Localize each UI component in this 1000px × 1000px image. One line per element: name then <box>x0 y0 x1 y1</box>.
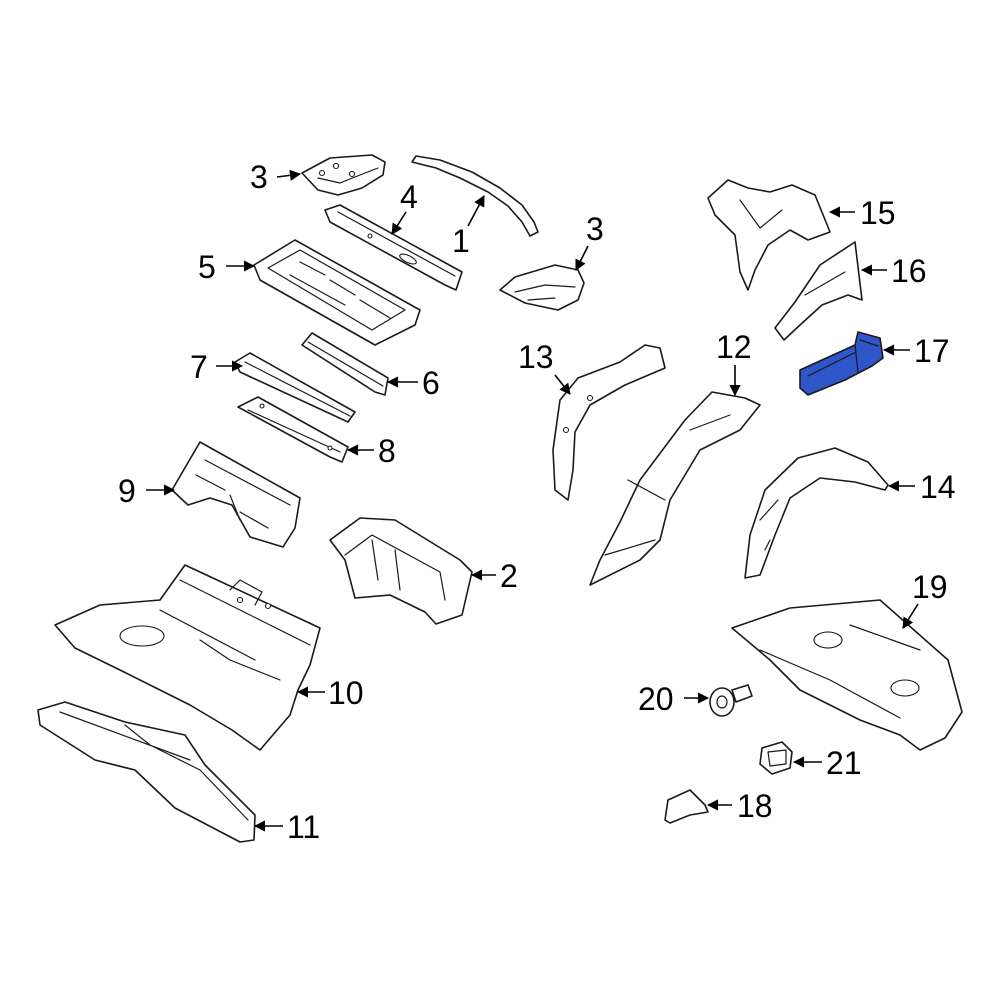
callout-3-left: 3 <box>250 159 268 195</box>
part-8-rail[interactable] <box>237 396 349 463</box>
callout-19: 19 <box>912 569 948 605</box>
callout-2: 2 <box>500 558 518 594</box>
part-20-push-pin[interactable] <box>709 684 753 717</box>
callout-18: 18 <box>737 788 773 824</box>
part-9-panel[interactable] <box>171 441 301 548</box>
callout-20: 20 <box>638 681 674 717</box>
callout-9: 9 <box>118 473 136 509</box>
callout-7: 7 <box>190 349 208 385</box>
callout-3-right: 3 <box>586 211 604 247</box>
part-21-nut[interactable] <box>759 741 793 775</box>
callout-4: 4 <box>400 179 418 215</box>
part-17-bracket-highlighted[interactable] <box>799 331 884 396</box>
part-16-upper-panel[interactable] <box>774 241 863 341</box>
part-4-cross-member[interactable] <box>324 204 463 291</box>
callout-21: 21 <box>826 745 862 781</box>
part-5-floor-tray[interactable] <box>253 239 421 346</box>
callout-labels: 3 4 1 3 5 7 6 8 9 2 10 11 13 12 15 16 17… <box>118 159 956 845</box>
part-6-rail[interactable] <box>301 332 389 396</box>
part-15-pillar-bracket[interactable] <box>707 179 831 291</box>
part-19-trunk-liner[interactable] <box>731 599 963 751</box>
callout-6: 6 <box>422 365 440 401</box>
part-10-rear-floor[interactable] <box>54 564 321 751</box>
part-18-small-bracket[interactable] <box>664 789 709 824</box>
part-1-trim-strip[interactable] <box>411 155 539 237</box>
callout-13: 13 <box>518 339 554 375</box>
part-3-left-bracket[interactable] <box>301 154 386 196</box>
part-11-sill-beam[interactable] <box>37 701 256 843</box>
callout-10: 10 <box>328 675 364 711</box>
callout-5: 5 <box>198 249 216 285</box>
part-13-arch-reinforcement[interactable] <box>552 344 666 501</box>
part-12-wheelhouse-inner[interactable] <box>589 391 761 586</box>
part-3-right-bracket[interactable] <box>499 264 585 311</box>
callout-15: 15 <box>860 195 896 231</box>
callout-11: 11 <box>287 809 320 845</box>
part-2-spare-tub[interactable] <box>329 517 473 625</box>
part-14-wheel-liner[interactable] <box>744 447 889 579</box>
callout-17: 17 <box>914 333 950 369</box>
leader-lines <box>146 169 919 832</box>
callout-12: 12 <box>716 329 752 365</box>
callout-14: 14 <box>920 469 956 505</box>
callout-1: 1 <box>452 223 470 259</box>
callout-16: 16 <box>891 253 927 289</box>
callout-8: 8 <box>378 433 396 469</box>
